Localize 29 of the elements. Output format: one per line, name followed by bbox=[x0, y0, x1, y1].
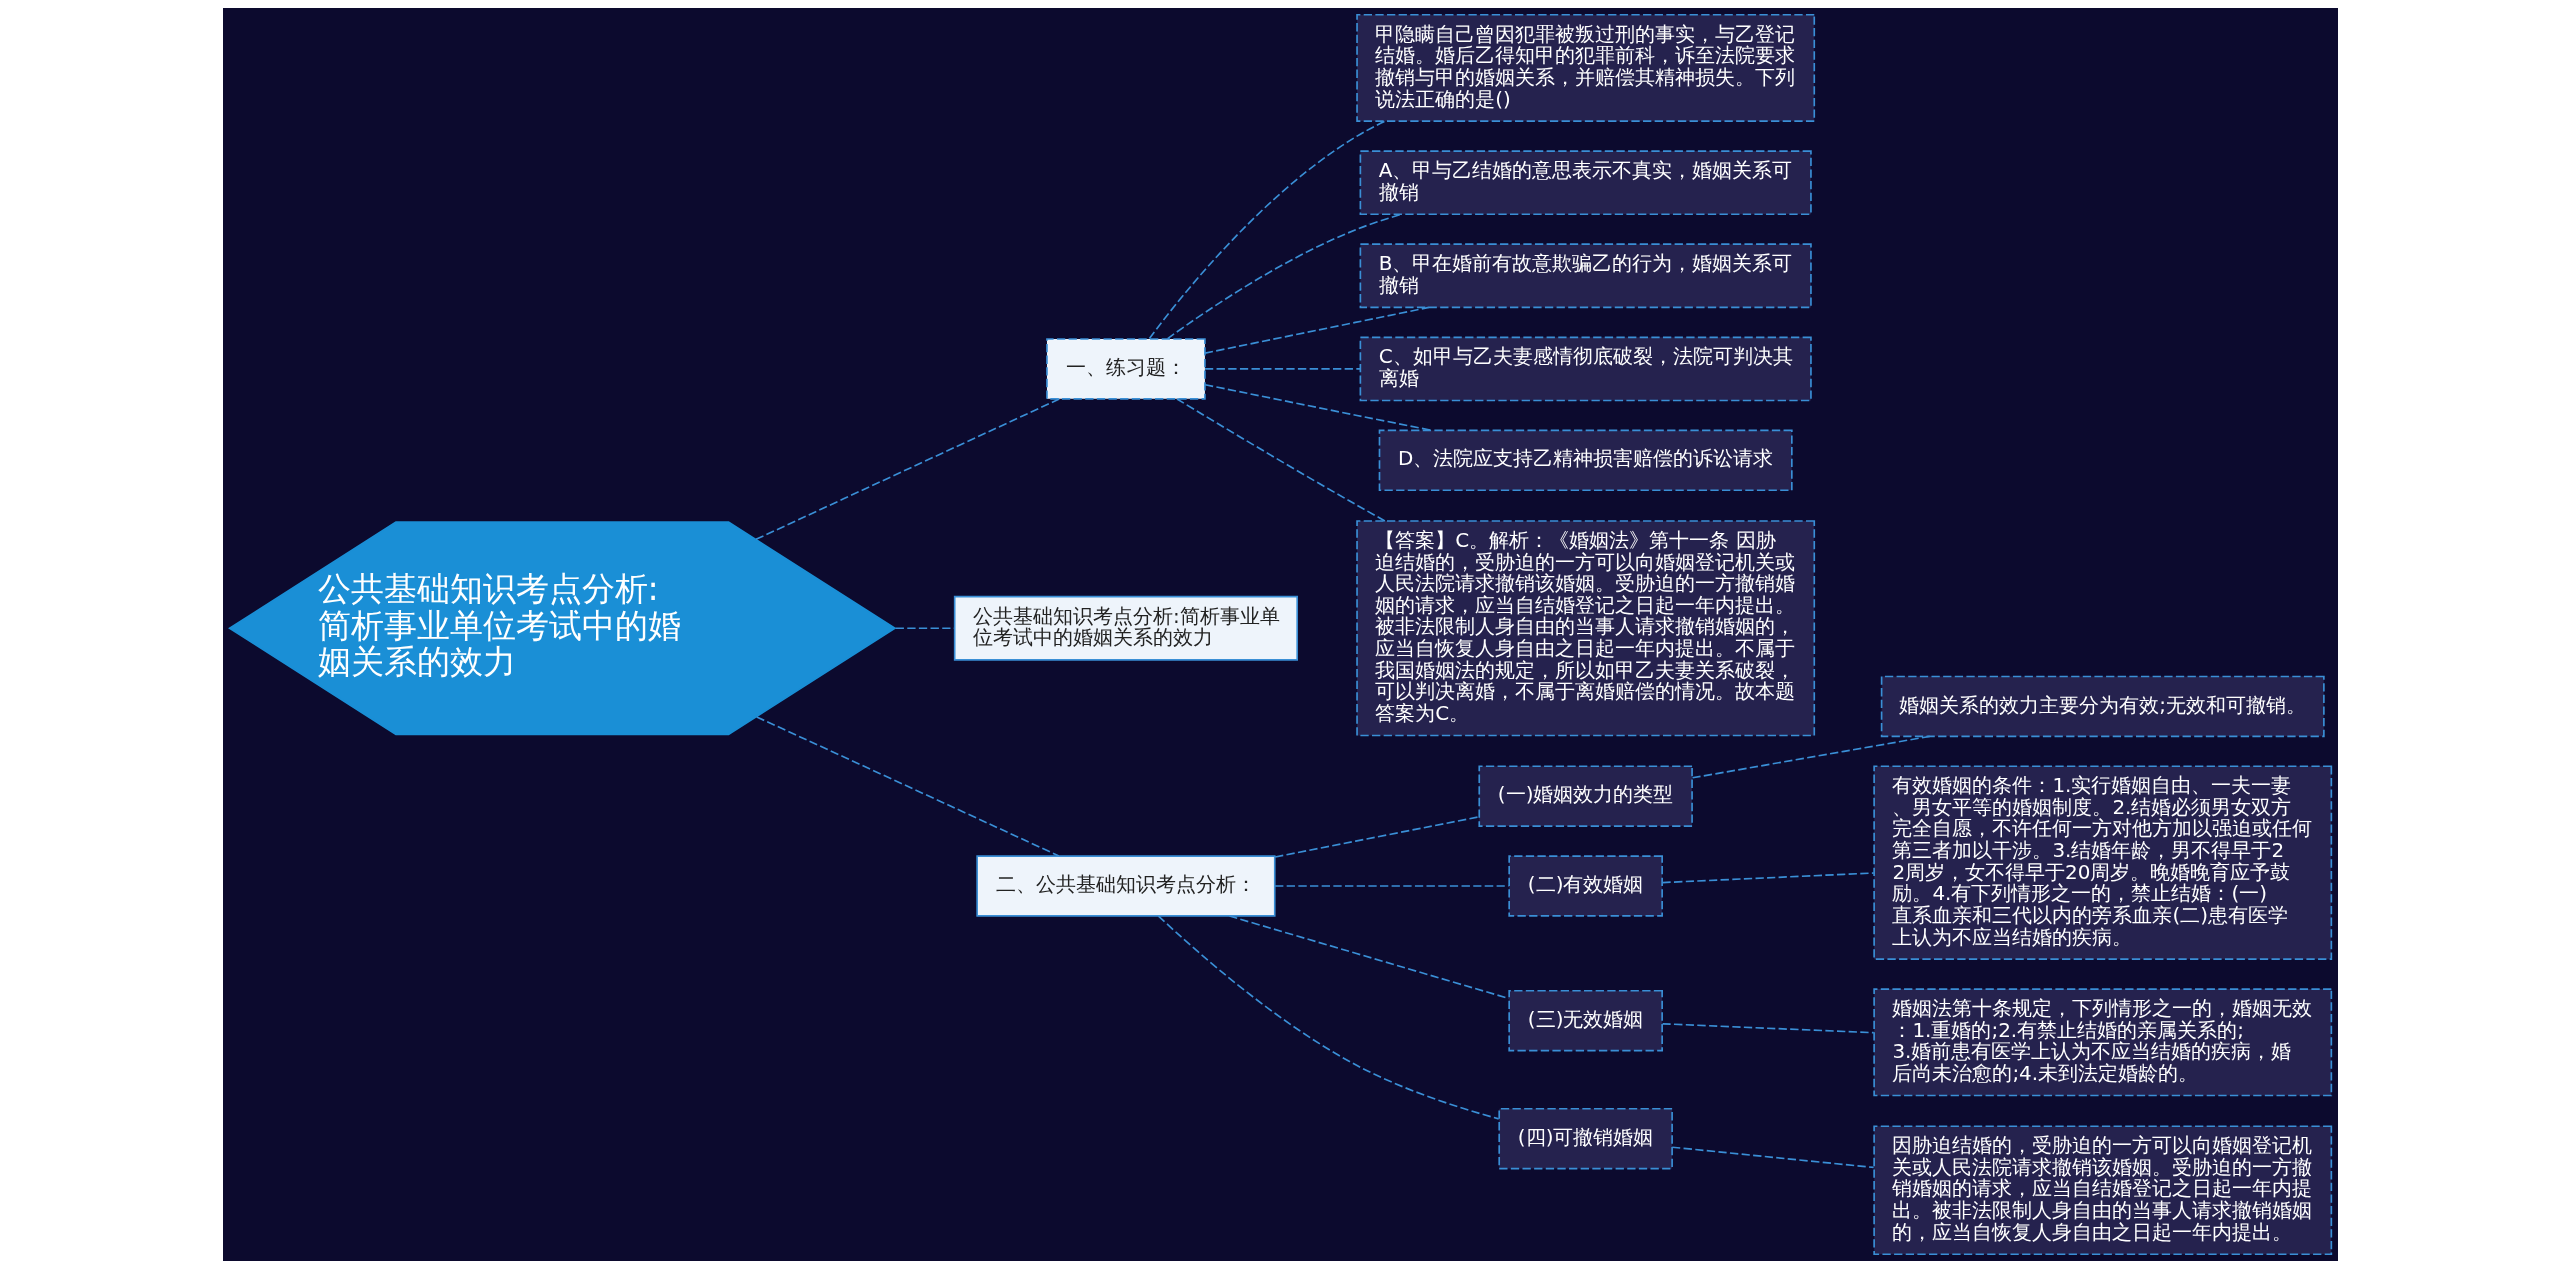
connector bbox=[1691, 735, 1931, 779]
connector bbox=[1670, 1146, 1874, 1169]
connector bbox=[755, 716, 1060, 857]
node-box: B、甲在婚前有故意欺骗乙的行为，婚姻关系可撤销 bbox=[1359, 243, 1812, 309]
connector bbox=[1273, 816, 1480, 858]
connector bbox=[1203, 368, 1361, 370]
node-box: C、如甲与乙夫妻感情彻底破裂，法院可判决其离婚 bbox=[1359, 336, 1812, 402]
connector bbox=[1228, 915, 1510, 1000]
connector bbox=[1661, 1022, 1875, 1034]
node-box: A、甲与乙结婚的意思表示不真实，婚姻关系可撤销 bbox=[1359, 150, 1812, 216]
node-box: 有效婚姻的条件：1.实行婚姻自由、一夫一妻、男女平等的婚姻制度。2.结婚必须男女双方完全自愿，不许任何一方对他方加以强迫或任何第三者加以干涉。3.结婚年龄，男不得早于22周岁，女不得早于20周岁。晚婚晚育应予鼓励。4.有下列情形之一的，禁止结婚：(一)直系血亲和三代以内的旁系血亲(二)患有医学上认为不应当结婚的疾病。 bbox=[1872, 765, 2332, 960]
node-box: 公共基础知识考点分析:简析事业单位考试中的婚姻关系的效力 bbox=[953, 595, 1298, 661]
node-box: (三)无效婚姻 bbox=[1507, 989, 1663, 1052]
connector bbox=[754, 398, 1060, 541]
node-box: 甲隐瞒自己曾因犯罪被叛过刑的事实，与乙登记结婚。婚后乙得知甲的犯罪前科，诉至法院要求撤销与甲的婚姻关系，并赔偿其精神损失。下列说法正确的是() bbox=[1355, 13, 1815, 122]
node-box: 一、练习题： bbox=[1045, 338, 1206, 400]
connector bbox=[1157, 915, 1499, 1120]
node-box: (一)婚姻效力的类型 bbox=[1477, 765, 1693, 827]
node-box: 婚姻关系的效力主要分为有效;无效和可撤销。 bbox=[1880, 675, 2325, 738]
node-box: (四)可撤销婚姻 bbox=[1497, 1107, 1673, 1170]
node-box: D、法院应支持乙精神损害赔偿的诉讼请求 bbox=[1378, 429, 1793, 492]
connector bbox=[1661, 872, 1875, 884]
node-box: 因胁迫结婚的，受胁迫的一方可以向婚姻登记机关或人民法院请求撤销该婚姻。受胁迫的一方撤销婚姻的请求，应当自结婚登记之日起一年内提出。被非法限制人身自由的当事人请求撤销婚姻的，应当自恢复人身自由之日起一年内提出。 bbox=[1872, 1125, 2332, 1256]
connector bbox=[1273, 885, 1509, 887]
node-box: 【答案】C。解析：《婚姻法》第十一条 因胁迫结婚的，受胁迫的一方可以向婚姻登记机关或人民法院请求撤销该婚姻。受胁迫的一方撤销婚姻的请求，应当自结婚登记之日起一年内提出。被非法限制人身自由的当事人请求撤销婚姻的，应当自恢复人身自由之日起一年内提出。不属于我国婚姻法的规定，所以如甲乙夫妻关系破裂，可以判决离婚，不属于离婚赔偿的情况。故本题答案为C。 bbox=[1355, 520, 1815, 737]
node-box: 二、公共基础知识考点分析： bbox=[975, 855, 1276, 917]
node-box: 婚姻法第十条规定，下列情形之一的，婚姻无效：1.重婚的;2.有禁止结婚的亲属关系的;3.婚前患有医学上认为不应当结婚的疾病，婚后尚未治愈的;4.未到法定婚龄的。 bbox=[1872, 988, 2332, 1097]
node-box: (二)有效婚姻 bbox=[1507, 855, 1663, 917]
connector bbox=[1203, 306, 1430, 354]
